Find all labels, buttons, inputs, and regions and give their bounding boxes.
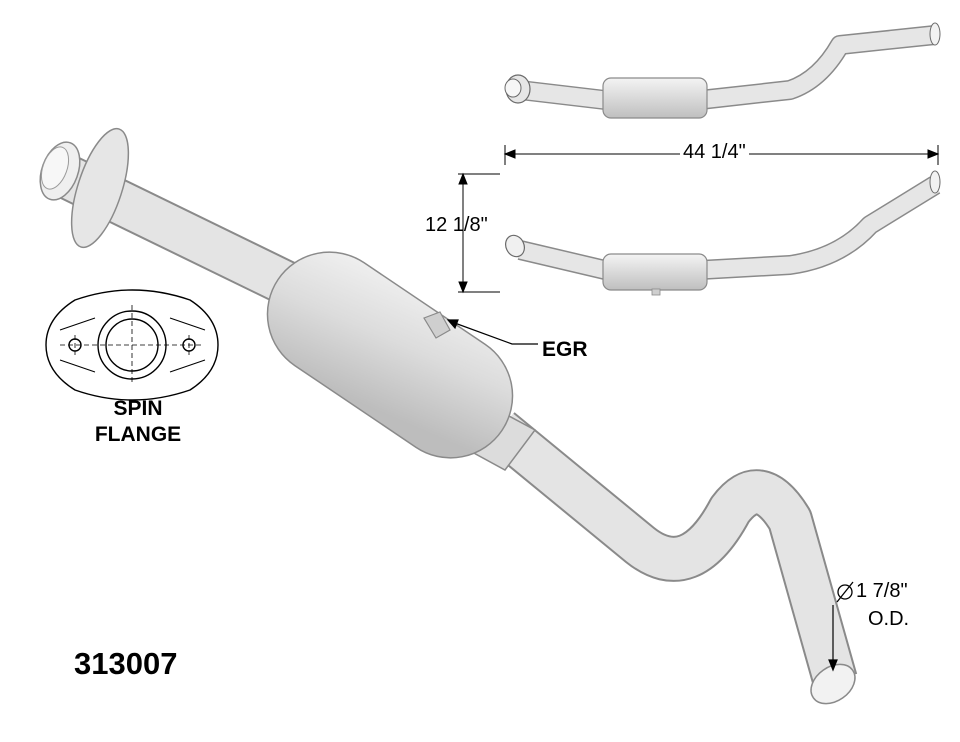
width-dimension-line bbox=[503, 145, 940, 165]
height-dimension-label: 12 1/8" bbox=[425, 214, 488, 236]
width-dimension-label: 44 1/4" bbox=[680, 141, 749, 164]
side-view bbox=[505, 170, 941, 296]
od-leader bbox=[828, 581, 854, 672]
egr-bung bbox=[423, 311, 451, 339]
spin-flange-detail bbox=[45, 289, 219, 401]
top-view bbox=[504, 22, 941, 119]
main-pipe-assembly bbox=[39, 127, 858, 705]
part-number: 313007 bbox=[74, 646, 178, 681]
outlet-unit-label: O.D. bbox=[868, 608, 910, 630]
spin-flange-label-line2: FLANGE bbox=[94, 423, 182, 446]
inlet-flange bbox=[70, 127, 130, 249]
spin-flange-label-line1: SPIN bbox=[113, 397, 163, 420]
catalytic-converter bbox=[266, 251, 514, 459]
egr-label: EGR bbox=[542, 338, 588, 361]
height-dimension-line bbox=[458, 172, 500, 294]
spin-flange-label: SPIN FLANGE bbox=[78, 396, 198, 448]
outlet-opening bbox=[810, 663, 856, 705]
outlet-diameter-label: 1 7/8" bbox=[856, 580, 908, 602]
egr-leader bbox=[446, 319, 538, 345]
